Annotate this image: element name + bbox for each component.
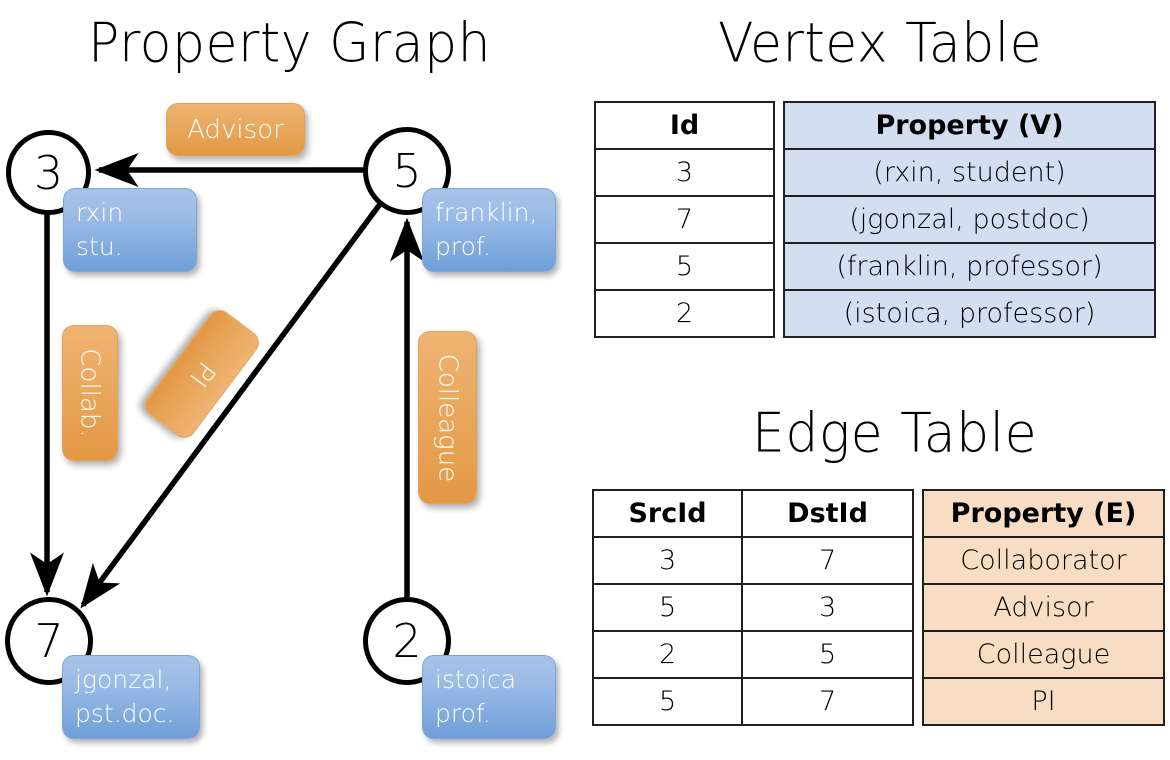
page-title-property-graph: Property Graph (88, 12, 492, 76)
vertex-cell-property: (rxin, student) (783, 148, 1156, 197)
table-row: (rxin, student) (783, 148, 1156, 197)
table-row: Collaborator (922, 536, 1165, 585)
table-header-row: Property (V) (783, 101, 1156, 150)
graph-node-2[interactable]: 2 (363, 597, 451, 685)
graph-node-5[interactable]: 5 (363, 127, 451, 215)
graph-node-7-id: 7 (34, 614, 64, 668)
edge-label-collab[interactable]: Collab. (62, 325, 118, 461)
table-row: Colleague (922, 630, 1165, 679)
node-property-line: jgonzal, (75, 665, 172, 695)
edge-label-colleague-text: Colleague (432, 353, 463, 482)
vertex-header-id: Id (594, 101, 775, 150)
edge-label-colleague[interactable]: Colleague (418, 331, 477, 504)
edge-cell-dstid: 7 (741, 536, 914, 585)
vertex-cell-id: 7 (594, 195, 775, 244)
graph-node-5-id: 5 (392, 144, 422, 198)
edge-cell-srcid: 3 (591, 536, 744, 585)
edge-cell-property: Colleague (922, 630, 1165, 679)
vertex-cell-id: 3 (594, 148, 775, 197)
table-row: 3 (594, 148, 775, 197)
edge-line-5-to-7 (80, 198, 386, 609)
edge-cell-property: Collaborator (922, 536, 1165, 585)
table-header-row: Property (E) (922, 489, 1165, 538)
graph-node-3-id: 3 (33, 145, 64, 200)
edge-cell-srcid: 5 (591, 583, 744, 632)
node-property-line: prof. (435, 699, 491, 728)
property-graph-diagram: 3 rxin stu. 5 franklin, prof. 7 jgonzal,… (5, 103, 556, 739)
node-property-box-rxin[interactable]: rxin stu. (63, 188, 197, 272)
node-property-box-istoica[interactable]: istoica prof. (422, 655, 556, 739)
node-property-line: prof. (435, 232, 491, 261)
node-property-line: pst.doc. (75, 699, 175, 728)
node-property-line: franklin, (435, 198, 538, 228)
edge-label-pi-text: PI (182, 355, 222, 393)
node-property-line: rxin (76, 198, 124, 228)
table-row: (jgonzal, postdoc) (783, 195, 1156, 244)
page-title-edge-table: Edge Table (752, 402, 1038, 466)
table-row: 7 (594, 195, 775, 244)
vertex-table-id-column: Id 3 7 5 2 (594, 101, 775, 338)
table-row: 2 5 (591, 630, 914, 679)
vertex-cell-id: 2 (594, 289, 775, 338)
vertex-table-property-column: Property (V) (rxin, student) (jgonzal, p… (783, 101, 1156, 338)
edge-label-collab-text: Collab. (75, 348, 105, 438)
edge-table-property-column: Property (E) Collaborator Advisor Collea… (922, 489, 1165, 726)
vertex-cell-property: (istoica, professor) (783, 289, 1156, 338)
edge-label-advisor-text: Advisor (187, 114, 284, 145)
graph-edge-lines (29, 152, 425, 609)
edge-cell-srcid: 2 (591, 630, 744, 679)
node-property-box-jgonzal[interactable]: jgonzal, pst.doc. (62, 655, 200, 739)
table-row: 5 7 (591, 677, 914, 726)
edge-cell-dstid: 5 (741, 630, 914, 679)
table-header-row: Id (594, 101, 775, 150)
table-header-row: SrcId DstId (591, 489, 914, 538)
vertex-cell-property: (jgonzal, postdoc) (783, 195, 1156, 244)
edge-cell-srcid: 5 (591, 677, 744, 726)
edge-cell-dstid: 7 (741, 677, 914, 726)
graph-node-2-id: 2 (392, 614, 422, 668)
edge-cell-property: PI (922, 677, 1165, 726)
node-property-line: stu. (76, 232, 123, 261)
table-row: 5 (594, 242, 775, 291)
edge-cell-dstid: 3 (741, 583, 914, 632)
table-row: 5 3 (591, 583, 914, 632)
edge-header-property: Property (E) (922, 489, 1165, 538)
edge-label-advisor[interactable]: Advisor (166, 103, 305, 156)
node-property-line: istoica (435, 665, 517, 695)
table-row: Advisor (922, 583, 1165, 632)
table-row: (franklin, professor) (783, 242, 1156, 291)
table-row: (istoica, professor) (783, 289, 1156, 338)
vertex-cell-id: 5 (594, 242, 775, 291)
edge-header-dstid: DstId (741, 489, 914, 538)
table-row: 3 7 (591, 536, 914, 585)
edge-header-srcid: SrcId (591, 489, 744, 538)
table-row: PI (922, 677, 1165, 726)
page-title-vertex-table: Vertex Table (718, 12, 1043, 76)
edge-cell-property: Advisor (922, 583, 1165, 632)
table-row: 2 (594, 289, 775, 338)
vertex-header-property: Property (V) (783, 101, 1156, 150)
node-property-box-franklin[interactable]: franklin, prof. (422, 188, 556, 272)
vertex-cell-property: (franklin, professor) (783, 242, 1156, 291)
edge-table-id-columns: SrcId DstId 3 7 5 3 2 5 5 7 (591, 489, 914, 726)
